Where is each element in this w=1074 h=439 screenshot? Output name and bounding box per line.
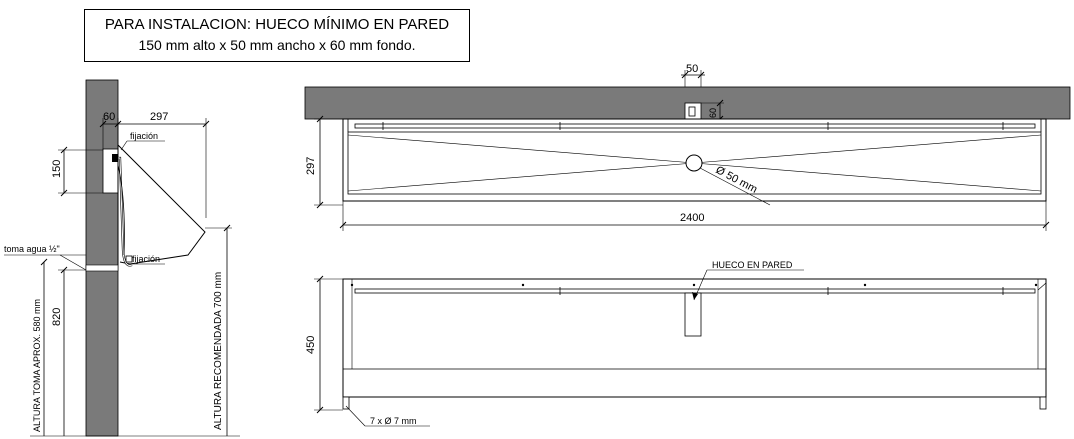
side-label-fijacion-top: fijación	[130, 131, 158, 141]
front-dim-450: 450	[305, 336, 317, 354]
side-view: 60 297 fijación fijación 150 toma agua ½…	[4, 79, 240, 437]
side-wall	[85, 79, 119, 437]
top-view: 50 60 Ø 50 mm 297	[304, 63, 1071, 231]
side-dim-820: 820	[51, 308, 63, 326]
side-label-altura-toma: ALTURA TOMA APROX. 580 mm	[32, 299, 42, 432]
top-dim-60: 60	[708, 108, 718, 118]
side-urinal-profile	[117, 144, 206, 265]
side-water-notch	[85, 264, 119, 272]
title-box: PARA INSTALACION: HUECO MÍNIMO EN PARED …	[84, 9, 470, 62]
front-label-holes: 7 x Ø 7 mm	[370, 416, 417, 426]
side-dim-60: 60	[103, 111, 115, 123]
front-wall-hole	[684, 292, 702, 337]
side-dim-297: 297	[150, 111, 168, 123]
top-dim-50: 50	[686, 63, 698, 75]
side-label-altura-recomendada: ALTURA RECOMENDADA 700 mm	[213, 272, 224, 430]
front-label-hueco: HUECO EN PARED	[712, 260, 793, 270]
top-spray-bar	[354, 123, 1036, 129]
top-wall-hole	[684, 102, 702, 120]
side-label-toma-agua: toma agua ½"	[4, 244, 60, 254]
title-line-1: PARA INSTALACION: HUECO MÍNIMO EN PARED	[104, 16, 450, 33]
top-urinal-inner	[347, 131, 1042, 195]
front-view: HUECO EN PARED 450 7 x Ø 7 mm	[305, 260, 1047, 427]
side-dim-150: 150	[51, 160, 63, 178]
side-label-fijacion-bottom: fijación	[132, 254, 160, 264]
top-dim-297: 297	[305, 157, 317, 175]
title-line-2: 150 mm alto x 50 mm ancho x 60 mm fondo.	[138, 37, 416, 53]
top-dim-2400: 2400	[680, 212, 704, 224]
top-drain	[685, 154, 703, 172]
